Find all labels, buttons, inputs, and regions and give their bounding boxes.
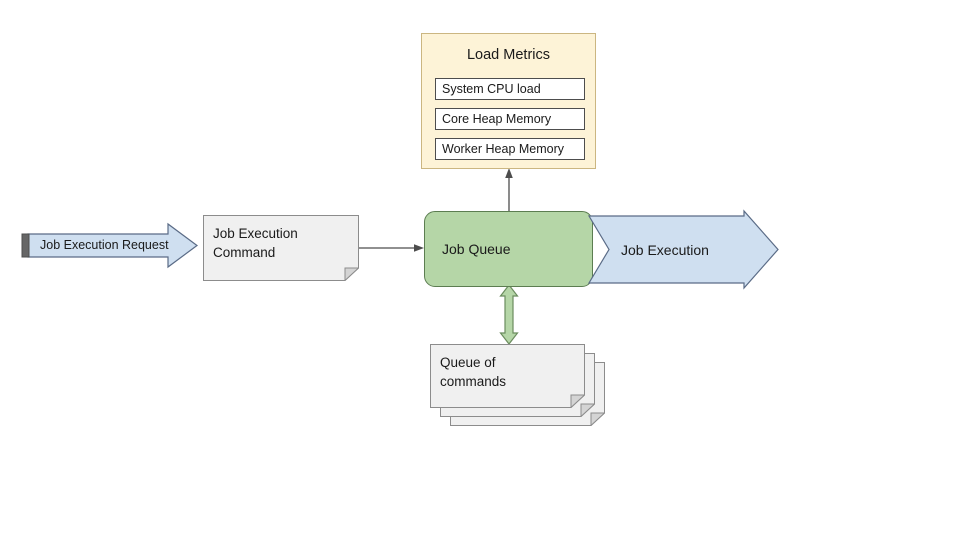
job-queue-label: Job Queue — [442, 241, 511, 257]
arrow-label-job-execution-request: Job Execution Request — [40, 238, 169, 252]
connector-queue-to-stack — [499, 284, 519, 345]
load-metrics-panel: Load Metrics System CPU load Core Heap M… — [421, 33, 596, 169]
queue-stack-layer-front: Queue of commands — [430, 344, 585, 408]
metric-item-worker-heap-memory: Worker Heap Memory — [435, 138, 585, 160]
metric-item-system-cpu-load: System CPU load — [435, 78, 585, 100]
job-queue-node: Job Queue — [424, 211, 593, 287]
document-shape — [203, 215, 359, 281]
connector-queue-to-metrics — [505, 168, 513, 211]
connector-command-to-queue — [359, 244, 424, 252]
queue-of-commands-label: Queue of commands — [440, 355, 507, 389]
metric-item-core-heap-memory: Core Heap Memory — [435, 108, 585, 130]
arrow-label-job-execution: Job Execution — [621, 242, 709, 258]
document-shape — [430, 344, 585, 408]
queue-of-commands-stack: Queue of commands — [430, 344, 605, 426]
job-execution-command-label: Job Execution Command — [213, 226, 298, 260]
job-execution-command-node: Job Execution Command — [203, 215, 359, 281]
load-metrics-title: Load Metrics — [466, 47, 550, 63]
